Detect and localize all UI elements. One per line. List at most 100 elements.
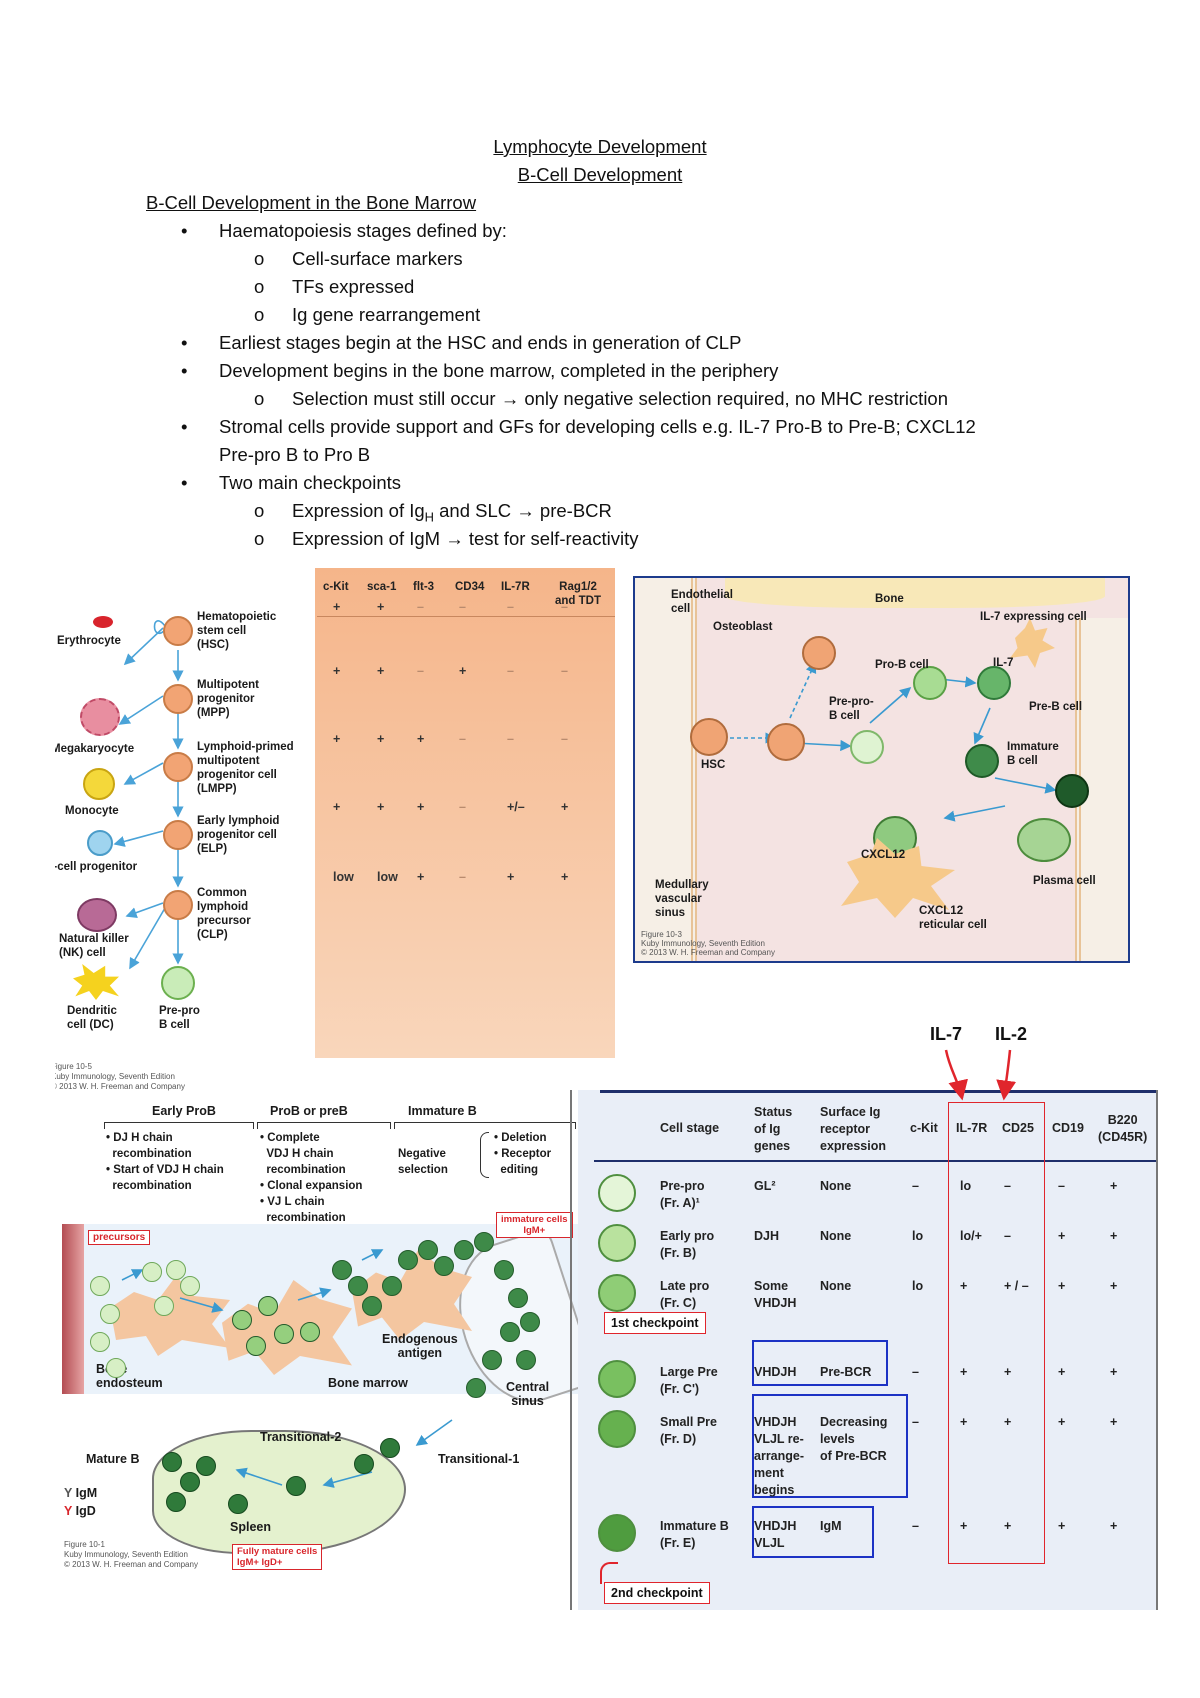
marker-value: +	[459, 664, 466, 678]
stage-cell-b220: +	[1110, 1414, 1117, 1431]
stage-cell-stage: Immature B (Fr. E)	[660, 1518, 729, 1552]
stage-cell-status: VHDJH	[754, 1364, 796, 1381]
stage-cell-b220: +	[1110, 1228, 1117, 1245]
spleen-b-cell	[162, 1452, 182, 1472]
label-cxcl12-reticular-cell: CXCL12 reticular cell	[919, 904, 987, 932]
b-cell	[362, 1296, 382, 1316]
label-medullary-sinus: Medullary vascular sinus	[655, 878, 709, 920]
b-cell	[474, 1232, 494, 1252]
b-cell	[454, 1240, 474, 1260]
label-osteoblast: Osteoblast	[713, 620, 772, 634]
stage-cell-ckit: lo	[912, 1278, 923, 1295]
stage-cell-b220: +	[1110, 1364, 1117, 1381]
b-cell	[434, 1256, 454, 1276]
marker-value: +	[377, 800, 384, 814]
b-cell	[106, 1358, 126, 1378]
table-left-rule	[570, 1090, 572, 1610]
side-label-dendritic-cell: Dendritic cell (DC)	[67, 1004, 117, 1032]
stage-cell-il7r: +	[960, 1278, 967, 1295]
stage-cell-b220: +	[1110, 1278, 1117, 1295]
checkpoint-2-badge: 2nd checkpoint	[604, 1582, 710, 1604]
bullet-item: •Haematopoiesis stages defined by:	[219, 220, 507, 242]
sub-bullet-item: oExpression of IgM → test for self-react…	[292, 528, 638, 550]
stage-cell-ckit: lo	[912, 1228, 923, 1245]
mpp-cell	[163, 684, 193, 714]
header-surface: Surface Ig receptor expression	[820, 1104, 886, 1155]
b-cell	[274, 1324, 294, 1344]
label-bone: Bone	[875, 592, 904, 606]
b-cell	[232, 1310, 252, 1330]
marker-header-sca1: sca-1	[367, 580, 396, 594]
stage-cell-cd25: +	[1004, 1364, 1011, 1381]
stage-label-mpp: Multipotent progenitor (MPP)	[197, 678, 259, 720]
side-label-erythrocyte: Erythrocyte	[57, 634, 121, 648]
stage-cell-surface: Decreasing levels of Pre-BCR	[820, 1414, 887, 1465]
b-cell	[494, 1260, 514, 1280]
stage-cell-ckit: –	[912, 1414, 919, 1431]
spleen-b-cell	[380, 1438, 400, 1458]
spleen-b-cell	[180, 1472, 200, 1492]
pre-pro-b-cell-green	[850, 730, 884, 764]
header-il7r: IL-7R	[956, 1120, 987, 1137]
marker-value: –	[459, 800, 466, 814]
stage-cell-cd19: +	[1058, 1364, 1065, 1381]
b-cell	[90, 1276, 110, 1296]
stage-cell-ckit: –	[912, 1518, 919, 1535]
stage-label-pre-pro-b: Pre-pro B cell	[159, 1004, 200, 1032]
stage-cell-surface: None	[820, 1228, 851, 1245]
marker-value: –	[507, 600, 514, 614]
b-cell	[154, 1296, 174, 1316]
bullet-item: •Earliest stages begin at the HSC and en…	[219, 332, 741, 354]
header-cd19: CD19	[1052, 1120, 1084, 1137]
b-cell	[142, 1262, 162, 1282]
marker-value: –	[561, 664, 568, 678]
b-cell	[348, 1276, 368, 1296]
stage-label-lmpp: Lymphoid-primed multipotent progenitor c…	[197, 740, 294, 796]
label-cxcl12: CXCL12	[861, 848, 905, 862]
section-heading: B-Cell Development in the Bone Marrow	[146, 192, 476, 214]
b-cell	[398, 1250, 418, 1270]
header-b220: B220 (CD45R)	[1098, 1112, 1147, 1146]
marker-value: –	[459, 732, 466, 746]
checkpoint-2-arrow-line	[600, 1562, 618, 1584]
stage-cell-stage: Late pro (Fr. C)	[660, 1278, 709, 1312]
header-cell-stage: Cell stage	[660, 1120, 719, 1137]
label-pre-pro-b-cell: Pre-pro- B cell	[829, 695, 874, 723]
stage-cell-ckit: –	[912, 1178, 919, 1195]
figure-b-cell-migration: Early ProB ProB or preB Immature B • DJ …	[62, 1100, 582, 1584]
stage-cell-icon	[598, 1224, 636, 1262]
marker-header-flt3: flt-3	[413, 580, 434, 594]
monocyte-cell	[83, 768, 115, 800]
spleen-b-cell	[228, 1494, 248, 1514]
b-cell	[90, 1332, 110, 1352]
osteoblast-cell	[802, 636, 836, 670]
bullet-item-continuation: Pre-pro B to Pro B	[219, 444, 370, 466]
marker-header-cd34: CD34	[455, 580, 484, 594]
stage-cell-icon	[598, 1514, 636, 1552]
stage-cell-surface: None	[820, 1278, 851, 1295]
marker-value: +	[417, 870, 424, 884]
marker-value: +	[561, 870, 568, 884]
stage-cell-stage: Pre-pro (Fr. A)¹	[660, 1178, 704, 1212]
label-plasma-cell: Plasma cell	[1033, 874, 1096, 888]
marker-value: +	[561, 800, 568, 814]
stage-cell-il7r: lo/+	[960, 1228, 982, 1245]
marker-value: +	[507, 870, 514, 884]
table-right-rule	[1156, 1090, 1158, 1610]
stage-cell-cd25: +	[1004, 1414, 1011, 1431]
marker-value: –	[459, 870, 466, 884]
label-il7-expressing-cell: IL-7 expressing cell	[980, 610, 1087, 624]
stage-cell-cd19: +	[1058, 1518, 1065, 1535]
marker-value: –	[561, 600, 568, 614]
figure-caption: Figure 10-5	[55, 1062, 92, 1072]
label-pro-b-cell: Pro-B cell	[875, 658, 929, 672]
marker-value: +	[377, 664, 384, 678]
marker-header-divider	[317, 616, 615, 617]
stage-cell-cd25: –	[1004, 1228, 1011, 1245]
figure-caption-copyright: © 2013 W. H. Freeman and Company	[641, 948, 775, 958]
marker-value: –	[561, 732, 568, 746]
header-cd25: CD25	[1002, 1120, 1034, 1137]
stage-cell-cd19: +	[1058, 1414, 1065, 1431]
